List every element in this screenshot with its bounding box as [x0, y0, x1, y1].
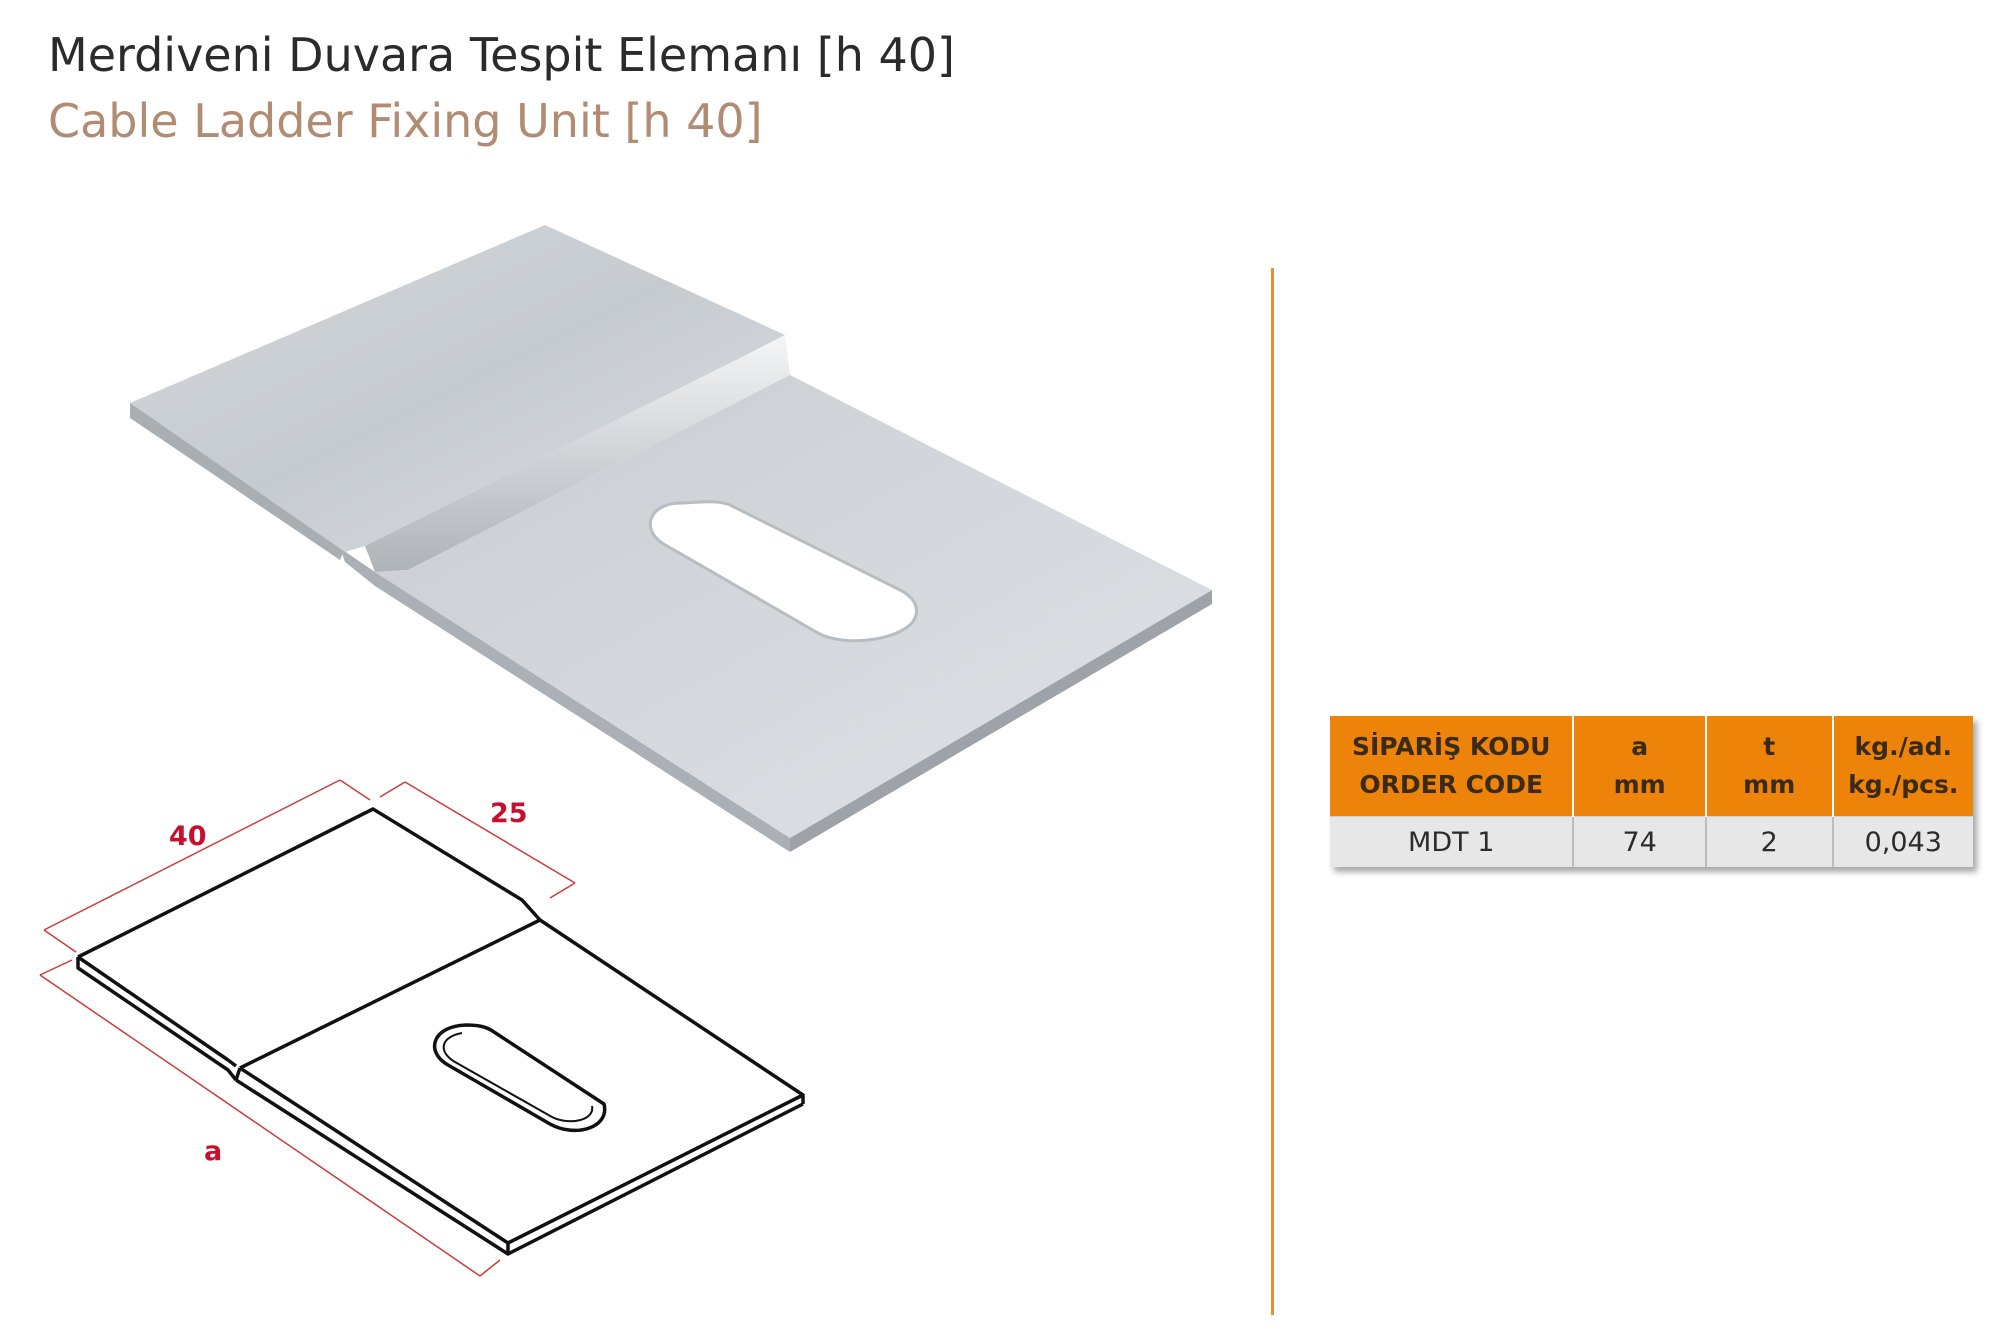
header-line: ORDER CODE	[1359, 770, 1544, 799]
page-title-english: Cable Ladder Fixing Unit [h 40]	[48, 94, 763, 148]
product-illustrations: 40 25 a	[39, 225, 1212, 1277]
plate-render	[130, 225, 1212, 852]
technical-drawing	[76, 807, 805, 1256]
header-line: mm	[1743, 770, 1796, 799]
header-weight: kg./ad. kg./pcs.	[1832, 716, 1973, 817]
dimension-label-a: a	[204, 1136, 222, 1167]
table-header-row: SİPARİŞ KODU ORDER CODE a mm t mm kg./ad…	[1330, 716, 1973, 817]
page-title-turkish: Merdiveni Duvara Tespit Elemanı [h 40]	[48, 28, 955, 82]
header-t: t mm	[1705, 716, 1834, 817]
cell-a: 74	[1573, 816, 1707, 867]
header-order-code: SİPARİŞ KODU ORDER CODE	[1330, 716, 1575, 817]
slot-render	[648, 500, 918, 643]
header-line: kg./ad.	[1854, 732, 1952, 761]
header-line: SİPARİŞ KODU	[1351, 732, 1551, 761]
header-line: a	[1631, 732, 1649, 761]
dimension-label-40: 40	[169, 821, 207, 852]
dimension-label-25: 25	[490, 798, 528, 829]
header-line: t	[1763, 732, 1776, 761]
order-table: SİPARİŞ KODU ORDER CODE a mm t mm kg./ad…	[1330, 716, 1973, 867]
header-a: a mm	[1573, 716, 1707, 817]
cell-weight: 0,043	[1832, 816, 1973, 867]
header-line: kg./pcs.	[1848, 770, 1959, 799]
header-line: mm	[1613, 770, 1666, 799]
vertical-divider	[1271, 268, 1274, 1315]
table-row: MDT 1 74 2 0,043	[1330, 816, 1973, 867]
cell-order-code: MDT 1	[1330, 816, 1575, 867]
dimension-lines	[39, 779, 576, 1277]
cell-t: 2	[1705, 816, 1834, 867]
